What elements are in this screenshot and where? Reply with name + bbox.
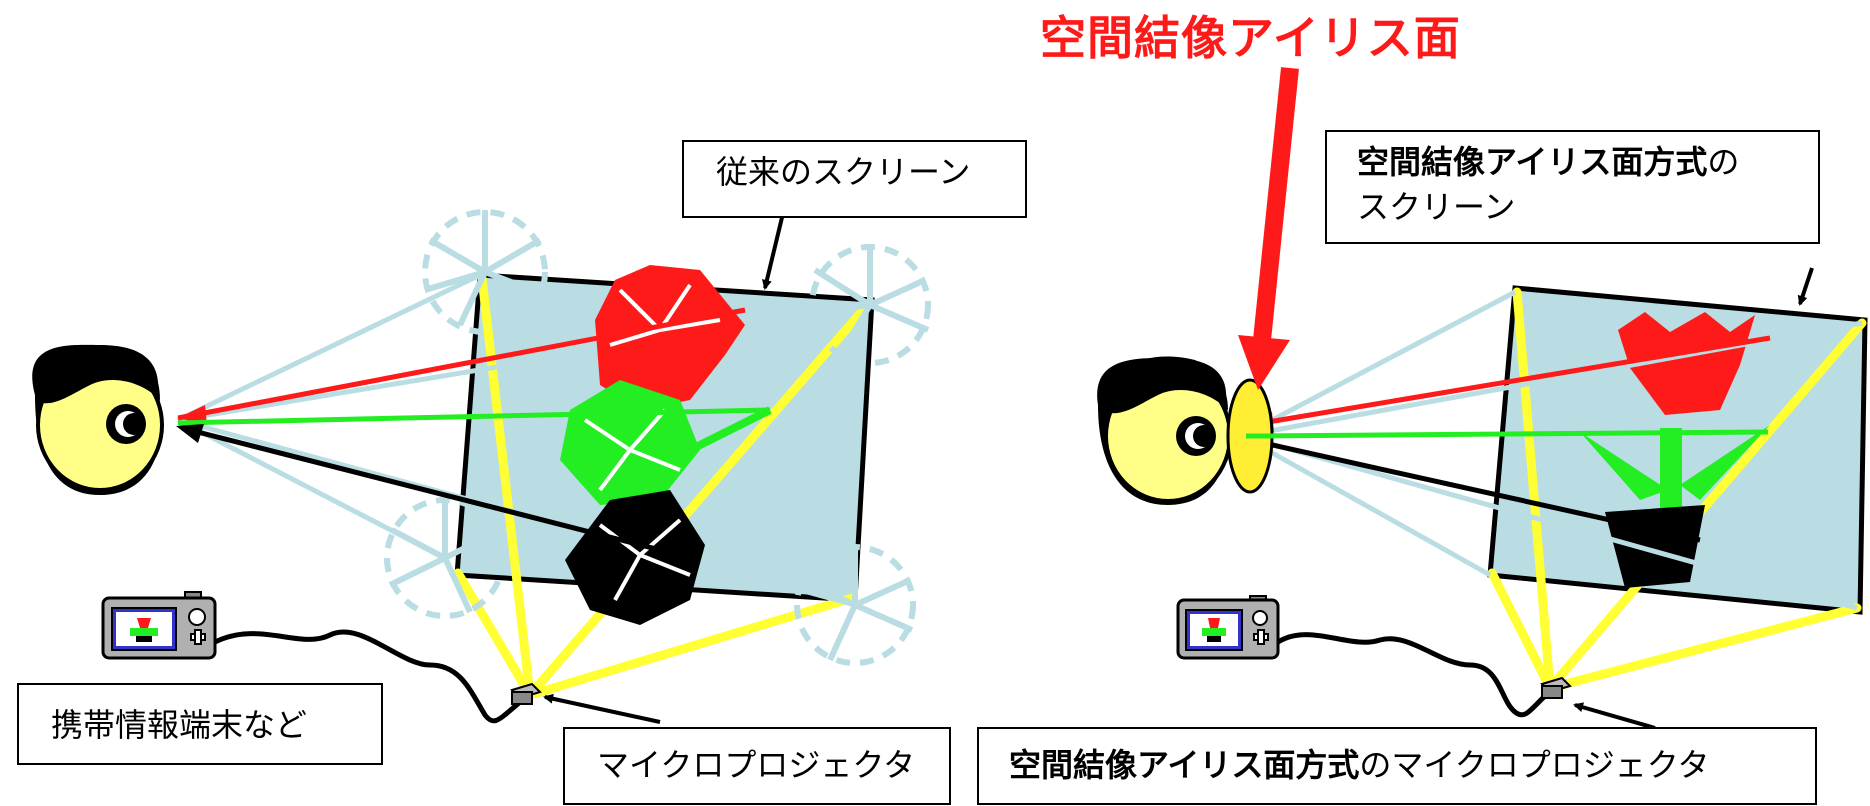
handheld-device-icon (101, 591, 217, 660)
iris-screen-label-line1: 空間結像アイリス面方式の (1357, 140, 1818, 185)
green-ray-wedge (678, 406, 772, 459)
screen-pointer-arrow (762, 204, 787, 290)
right-screen-pointer-arrow (1797, 267, 1814, 306)
face-icon (32, 344, 164, 495)
red-ray-head (178, 405, 207, 425)
iris-projector-label: 空間結像アイリス面方式のマイクロプロジェクタ (977, 727, 1817, 805)
right-projector-pointer-arrow (1573, 702, 1656, 730)
black-ray (181, 425, 681, 558)
black-burst (565, 490, 705, 625)
iris-screen-label-bold: 空間結像アイリス面方式 (1357, 143, 1708, 181)
iris-screen-label: 空間結像アイリス面方式の スクリーン (1325, 130, 1820, 244)
right-panel (1097, 67, 1868, 730)
conventional-screen-label: 従来のスクリーン (682, 140, 1027, 218)
right-device-cable (1276, 632, 1547, 718)
scatter-burst-bottomright (794, 544, 916, 666)
conventional-screen-label-text: 従来のスクリーン (716, 153, 971, 191)
left-panel (32, 204, 931, 724)
right-black-ray (1249, 437, 1701, 543)
right-handheld-device-icon (1176, 595, 1280, 660)
iris-projector-label-rest: のマイクロプロジェクタ (1359, 746, 1710, 784)
iris-projector-label-bold: 空間結像アイリス面方式 (1009, 746, 1360, 784)
scatter-burst-topright (809, 244, 931, 366)
red-ray (177, 307, 746, 421)
right-micro-projector-icon (1540, 676, 1572, 699)
iris-screen-label-line2: スクリーン (1357, 187, 1516, 226)
right-projector-rays (1487, 287, 1867, 693)
device-label: 携帯情報端末など (17, 683, 383, 765)
iris-plane-title: 空間結像アイリス面 (1040, 11, 1461, 65)
projector-label-text: マイクロプロジェクタ (597, 746, 916, 784)
micro-projector-icon (510, 682, 542, 705)
black-ray-head (176, 424, 204, 443)
tulip-image-icon (1580, 312, 1770, 588)
green-ray (177, 407, 771, 426)
right-red-ray (1249, 335, 1771, 428)
right-green-ray (1245, 429, 1769, 439)
right-face-icon (1097, 356, 1232, 505)
device-label-text: 携帯情報端末など (51, 706, 308, 744)
device-cable (213, 629, 527, 724)
red-burst (595, 265, 745, 410)
iris-screen-label-rest1: の (1707, 143, 1740, 181)
iris-plane-pointer-arrow (1238, 67, 1299, 390)
projector-label: マイクロプロジェクタ (563, 727, 951, 805)
projector-pointer-arrow (543, 693, 661, 724)
